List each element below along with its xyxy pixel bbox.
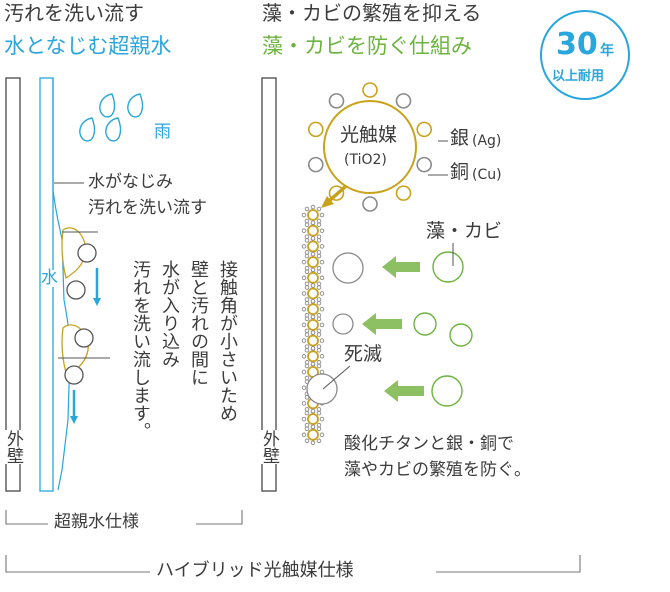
ion-particle xyxy=(362,196,378,212)
copper-symbol: (Cu) xyxy=(472,167,502,183)
description-line2: 藻やカビの繁殖を防ぐ。 xyxy=(344,460,531,480)
dead-cell xyxy=(306,373,338,405)
ion-particle xyxy=(416,121,433,138)
ion-particle xyxy=(416,156,433,173)
dirt-particle xyxy=(66,280,86,300)
bottom-label: ハイブリッド光触媒仕様 xyxy=(156,560,354,581)
right-heading: 藻・カビの繁殖を抑える xyxy=(262,1,482,25)
dirt-particle xyxy=(77,243,97,263)
left-description-col-4: 汚れを洗い流します。 xyxy=(130,260,152,440)
algae-cell xyxy=(432,251,464,283)
rain-label: 雨 xyxy=(154,122,171,142)
durability-badge xyxy=(540,10,630,100)
coating-particle xyxy=(301,298,325,320)
coating-particle xyxy=(301,220,325,241)
dead-label: 死滅 xyxy=(344,343,383,365)
coating-particle xyxy=(301,236,325,257)
right-subheading: 藻・カビを防ぐ仕組み xyxy=(262,34,472,58)
ion-particle xyxy=(328,93,345,109)
annotation-line2: 汚れを洗い流す xyxy=(88,198,207,218)
description-line1: 酸化チタンと銀・銅で xyxy=(344,434,514,454)
left-description-col-3: 水が入り込み xyxy=(159,260,181,368)
algae-cell xyxy=(431,375,463,407)
left-footer-label: 超親水仕様 xyxy=(54,512,139,532)
catalyst-label: 光触媒 xyxy=(340,124,398,146)
photocatalyst-coating xyxy=(301,204,325,446)
photocatalyst-particle xyxy=(307,82,433,212)
left-subheading: 水となじむ超親水 xyxy=(4,34,172,58)
photocatalyst-core xyxy=(323,100,417,194)
left-wall xyxy=(5,77,21,492)
dirt-particle xyxy=(64,365,84,385)
dead-cell xyxy=(332,313,354,335)
attack-arrow-icon xyxy=(362,256,424,402)
silver-label: 銀 xyxy=(450,127,470,149)
badge-unit: 年 xyxy=(600,43,614,59)
right-wall xyxy=(261,77,277,492)
coating-particle xyxy=(301,408,325,430)
right-wall-label: 外壁 xyxy=(256,430,282,464)
coating-particle xyxy=(301,267,325,289)
dead-leader xyxy=(322,365,351,390)
annotation-line1: 水がなじみ xyxy=(88,172,173,192)
dirt-particle xyxy=(74,328,94,348)
algae-cell xyxy=(413,312,437,336)
badge-number: 30 xyxy=(556,27,598,62)
coating-particle xyxy=(301,330,325,351)
ion-particle xyxy=(362,82,378,98)
ion-particle xyxy=(395,93,412,109)
left-footer-bracket xyxy=(5,510,243,525)
left-description-col-1: 接触角が小さいため xyxy=(217,260,239,422)
left-wall-label: 外壁 xyxy=(0,430,26,464)
badge-caption: 以上耐用 xyxy=(552,69,605,84)
copper-label: 銅 xyxy=(450,161,470,183)
rain-drops-icon xyxy=(79,93,144,142)
catalyst-arrow-icon xyxy=(321,184,348,208)
dirt-blob-upper xyxy=(61,227,87,280)
ion-particle xyxy=(307,121,324,138)
left-heading: 汚れを洗い流す xyxy=(4,1,144,25)
bottom-bracket xyxy=(5,555,581,573)
algae-label: 藻・カビ xyxy=(426,220,503,242)
water-label: 水 xyxy=(41,268,58,288)
catalyst-formula: (TiO2) xyxy=(344,152,387,168)
algae-cell xyxy=(449,323,473,347)
silver-symbol: (Ag) xyxy=(472,133,502,149)
dead-cell xyxy=(332,252,364,284)
ion-particle xyxy=(307,156,324,173)
coating-particle xyxy=(301,424,325,446)
left-description-col-2: 壁と汚れの間に xyxy=(188,260,210,386)
ion-particle xyxy=(395,185,412,201)
